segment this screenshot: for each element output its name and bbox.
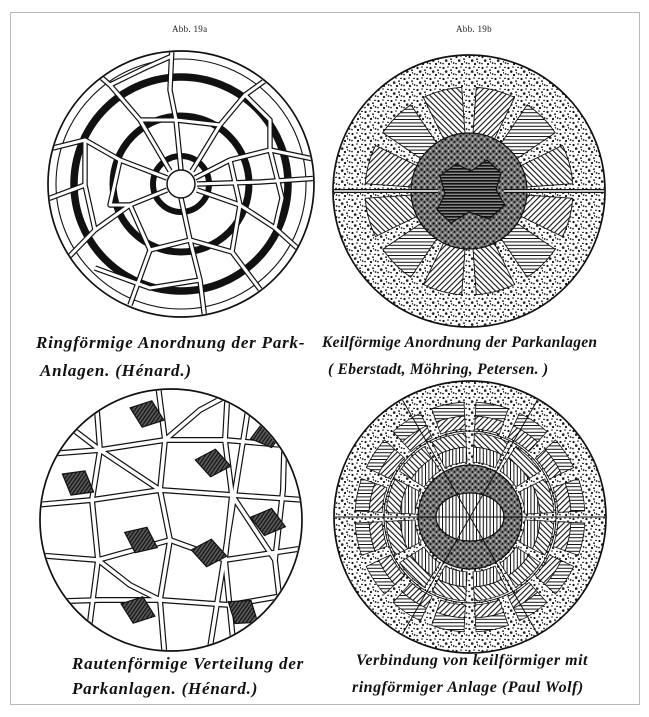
caption-wedge-parks-line-1: Keilförmige Anordnung der Parkanlagen bbox=[322, 333, 597, 353]
caption-wedge-ring-parks-line-2: ringförmiger Anlage (Paul Wolf) bbox=[352, 678, 584, 698]
caption-wedge-ring-parks-line-1: Verbindung von keilförmiger mit bbox=[356, 651, 588, 671]
wedge-and-ring-parks-diagram bbox=[330, 381, 610, 653]
figure-number-a: Abb. 19a bbox=[172, 24, 207, 34]
wedge-parks-diagram bbox=[330, 55, 610, 327]
ring-parks-diagram bbox=[45, 46, 320, 320]
caption-rhombus-parks-line-2: Parkanlagen. (Hénard.) bbox=[72, 679, 258, 699]
caption-rhombus-parks-line-1: Rautenförmige Verteilung der bbox=[72, 654, 304, 674]
caption-wedge-parks-line-2: ( Eberstadt, Möhring, Petersen. ) bbox=[328, 360, 548, 380]
caption-ring-parks-line-2: Anlagen. (Hénard.) bbox=[40, 361, 192, 381]
city-centre bbox=[167, 170, 195, 198]
rhombus-parks-diagram bbox=[35, 385, 305, 660]
caption-ring-parks-line-1: Ringförmige Anordnung der Park- bbox=[36, 333, 305, 353]
figure-number-b: Abb. 19b bbox=[456, 24, 492, 34]
